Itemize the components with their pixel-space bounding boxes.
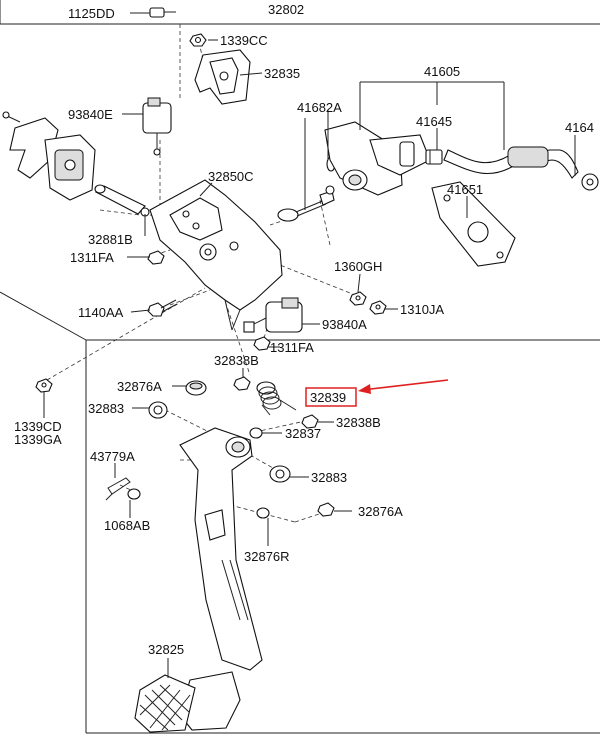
label-43779A: 43779A [90,449,135,464]
label-32837: 32837 [285,426,321,441]
stopper-32876R-drawing [256,507,270,519]
label-93840A: 93840A [322,317,367,332]
bushing-32838B-upper-drawing [233,376,251,391]
label-32838B-lower: 32838B [336,415,381,430]
nut-1360GH-drawing [349,291,367,306]
highlight-arrow-shaft [361,379,449,391]
label-1068AB: 1068AB [104,518,150,533]
highlight-box-32839 [305,387,357,407]
label-32883-lower: 32883 [311,470,347,485]
nut-1339CD-drawing [35,378,53,393]
switch-93840E-drawing [142,97,172,156]
master-cylinder-41605-drawing [324,121,431,196]
stopper-32876A-upper-drawing [185,380,207,396]
diagram-frame [0,0,600,734]
pin-32881B-drawing [94,184,150,217]
bolt-1125DD-drawing [149,7,176,18]
clip-41645-drawing [425,149,443,165]
label-41605: 41605 [424,64,460,79]
label-1360GH: 1360GH [334,259,382,274]
label-1339CD: 1339CD [14,419,62,434]
label-41651: 41651 [447,182,483,197]
label-4164: 4164 [565,120,594,135]
spring-32839-drawing [256,381,297,416]
hose-drawing [443,146,599,191]
hinge-assembly-left-drawing [2,111,96,201]
nut-1311FA-lower-drawing [253,336,271,351]
highlight-arrow-head [358,384,371,394]
pedal-pad-drawing [134,674,196,733]
bushing-32883-upper-drawing [148,401,168,419]
bracket-32835-drawing [194,49,251,105]
label-1339CC: 1339CC [220,33,268,48]
label-32876A-upper: 32876A [117,379,162,394]
clip-1068AB-drawing [127,488,141,500]
bushing-32883-lower-drawing [269,465,291,483]
label-1311FA-upper: 1311FA [70,250,114,265]
label-32876R: 32876R [244,549,290,564]
label-32835: 32835 [264,66,300,81]
label-1339GA: 1339GA [14,432,62,447]
label-32881B: 32881B [88,232,133,247]
label-32838B-upper: 32838B [214,353,259,368]
nut-1339CC-drawing [189,33,207,47]
label-1140AA: 1140AA [78,305,124,320]
pedal-arm-32825-drawing [179,427,263,731]
label-32802: 32802 [268,2,304,17]
label-93840E: 93840E [68,107,113,122]
label-1125DD: 1125DD [68,6,115,21]
label-32825: 32825 [148,642,184,657]
stopper-32876A-lower-drawing [317,502,335,517]
label-41682A: 41682A [297,100,342,115]
label-41645: 41645 [416,114,452,129]
bolt-1140AA-drawing [147,299,178,317]
label-32876A-lower: 32876A [358,504,403,519]
nut-1310JA-drawing [369,300,387,315]
label-32850C: 32850C [208,169,254,184]
leader-lines [43,12,576,678]
label-1311FA-lower: 1311FA [270,340,314,355]
label-32839: 32839 [310,390,346,405]
nut-1311FA-upper-drawing [147,250,165,265]
clip-43779A-drawing [105,477,131,501]
pushrod-41682A-drawing [277,156,336,222]
bracket-32850C-drawing [149,179,283,331]
label-1310JA: 1310JA [400,302,444,317]
switch-93840A-drawing [243,297,303,333]
collar-32837-drawing [249,427,263,439]
bushing-32838B-lower-drawing [301,414,319,429]
part-labels: 1125DD 32802 1339CC 32835 41605 41682A 4… [14,2,594,657]
label-32883-upper: 32883 [88,401,124,416]
gasket-41651-drawing [431,181,516,267]
highlight-group [305,379,449,407]
